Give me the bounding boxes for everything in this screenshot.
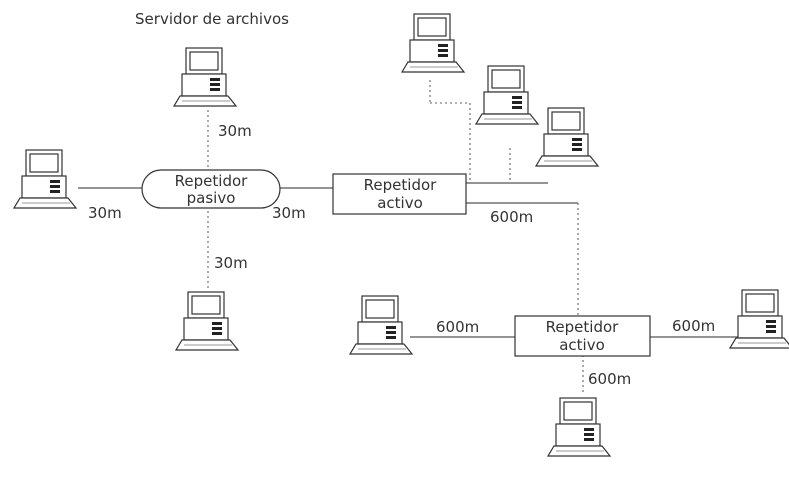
bottom-pc-icon <box>176 292 238 350</box>
file-server-pc-icon <box>174 48 236 106</box>
active-repeater-2-label-1: Repetidor <box>546 318 619 336</box>
left-pc-icon <box>14 150 76 208</box>
passive-repeater-label-2: pasivo <box>187 189 236 207</box>
distance-active1-to-active2: 600m <box>490 208 533 226</box>
passive-repeater: Repetidor pasivo <box>142 170 280 208</box>
passive-repeater-label-1: Repetidor <box>175 172 248 190</box>
bottom-right-pc-icon <box>548 398 610 456</box>
active-repeater-1-label-1: Repetidor <box>364 176 437 194</box>
distance-left-pc-to-passive: 30m <box>88 204 122 222</box>
distance-server-to-passive: 30m <box>218 122 252 140</box>
left-bottom-pc-icon <box>350 296 412 354</box>
active-repeater-1-label-2: activo <box>377 194 423 212</box>
distance-active2-to-right-pc: 600m <box>672 317 715 335</box>
file-server-label: Servidor de archivos <box>135 10 289 28</box>
active-repeater-2: Repetidor activo <box>515 316 650 356</box>
right-pc-icon <box>730 290 789 348</box>
distance-active2-to-bottom-pc: 600m <box>588 370 631 388</box>
active-repeater-2-label-2: activo <box>559 336 605 354</box>
distance-left-pc-to-active2: 600m <box>436 318 479 336</box>
cluster-pc-1-icon <box>402 14 464 72</box>
active-repeater-1: Repetidor activo <box>333 174 466 214</box>
distance-passive-to-active: 30m <box>272 204 306 222</box>
distance-passive-to-bottom-pc: 30m <box>214 254 248 272</box>
cluster-pc-3-icon <box>536 108 598 166</box>
cluster-pc-2-icon <box>476 66 538 124</box>
